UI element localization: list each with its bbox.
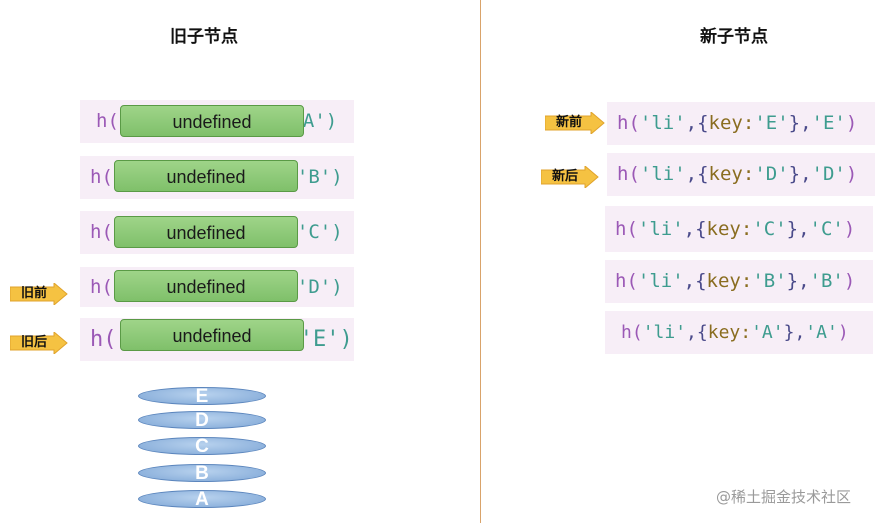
stack-label-e: E xyxy=(195,386,209,407)
new-vnode-a: h('li',{key:'A'},'A') xyxy=(605,311,873,354)
arrow-right-icon xyxy=(10,283,68,305)
stack-label-b: B xyxy=(195,463,209,484)
column-divider xyxy=(480,0,481,523)
old-children-heading: 旧子节点 xyxy=(170,27,238,47)
stack-label-c: C xyxy=(195,436,209,457)
new-start-pointer: 新前 xyxy=(545,112,605,134)
stack-disc-a xyxy=(138,490,266,508)
new-end-pointer: 新后 xyxy=(541,166,599,188)
new-vnode-d: h('li',{key:'D'},'D') xyxy=(607,153,875,196)
undefined-overlay-b: undefined xyxy=(114,160,298,192)
old-start-pointer: 旧前 xyxy=(10,283,68,305)
stack-label-a: A xyxy=(195,489,209,510)
arrow-right-icon xyxy=(10,332,68,354)
undefined-overlay-a: undefined xyxy=(120,105,304,137)
undefined-overlay-c: undefined xyxy=(114,216,298,248)
stack-disc-e xyxy=(138,387,266,405)
arrow-right-icon xyxy=(545,112,605,134)
arrow-right-icon xyxy=(541,166,599,188)
old-end-pointer: 旧后 xyxy=(10,332,68,354)
stack-disc-d xyxy=(138,411,266,429)
stack-disc-b xyxy=(138,464,266,482)
watermark: @稀土掘金技术社区 xyxy=(716,488,852,506)
new-children-heading: 新子节点 xyxy=(700,27,768,47)
new-vnode-b: h('li',{key:'B'},'B') xyxy=(605,260,873,303)
new-vnode-c: h('li',{key:'C'},'C') xyxy=(605,206,873,252)
undefined-overlay-d: undefined xyxy=(114,270,298,302)
undefined-overlay-e: undefined xyxy=(120,319,304,351)
stack-disc-c xyxy=(138,437,266,455)
stack-label-d: D xyxy=(195,410,209,431)
new-vnode-e: h('li',{key:'E'},'E') xyxy=(607,102,875,145)
